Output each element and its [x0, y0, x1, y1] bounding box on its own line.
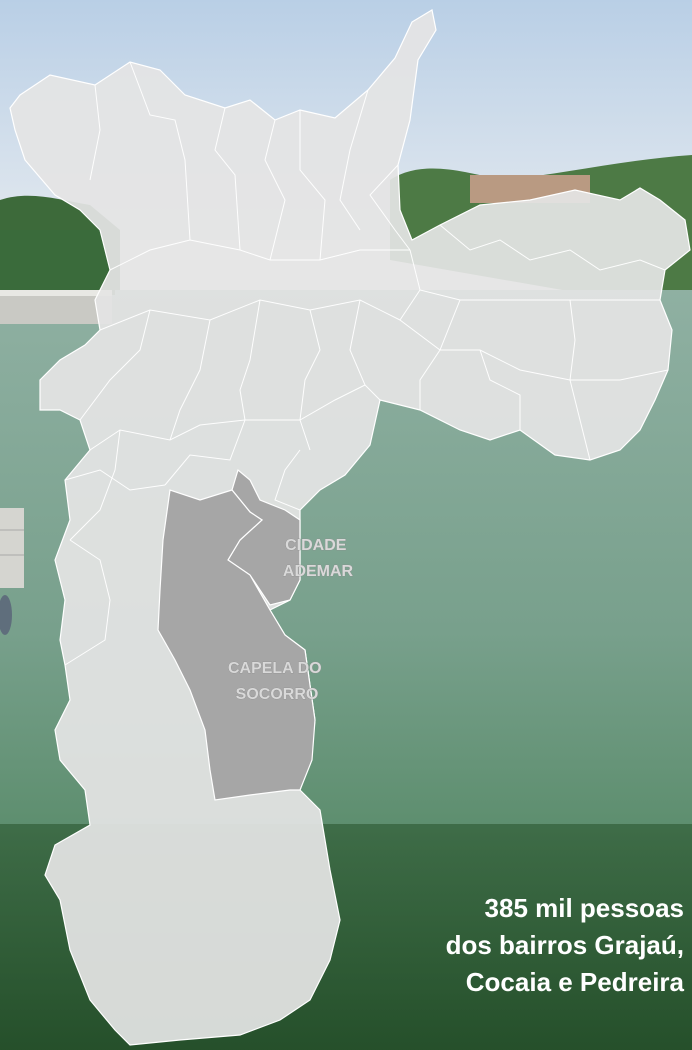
- sao-paulo-map: CIDADE ADEMAR CAPELA DO SOCORRO: [9, 9, 691, 1046]
- boat-dock: [0, 292, 112, 324]
- caption-line-2: dos bairros Grajaú,: [445, 930, 684, 960]
- caption: 385 mil pessoas dos bairros Grajaú, Coca…: [264, 890, 684, 1001]
- left-boat: [0, 508, 24, 635]
- capela-do-socorro-label: CAPELA DO SOCORRO: [228, 660, 326, 703]
- cidade-ademar-label: CIDADE ADEMAR: [283, 537, 354, 580]
- caption-line-3: Cocaia e Pedreira: [465, 967, 684, 997]
- capela-do-socorro-region: [157, 489, 316, 801]
- district-boundaries: [64, 61, 669, 666]
- boat-roof: [0, 290, 112, 296]
- left-shore-strip: [0, 230, 115, 295]
- caption-line-1: 385 mil pessoas: [484, 893, 684, 923]
